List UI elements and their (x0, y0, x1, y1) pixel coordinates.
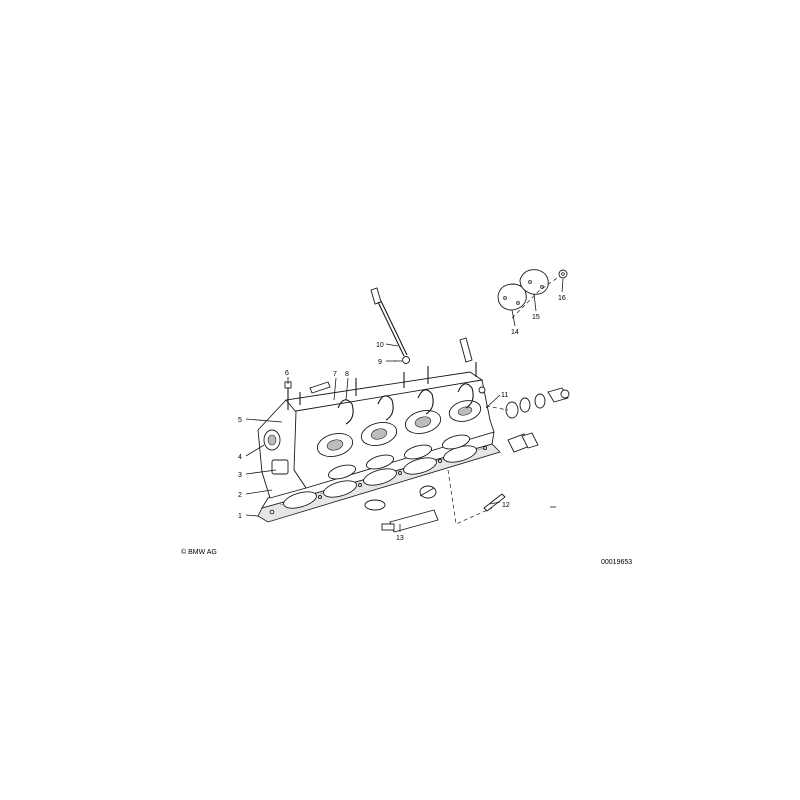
cylinder-head (257, 362, 495, 499)
callout-3: 3 (238, 472, 242, 479)
sealing-plugs (364, 485, 437, 511)
callout-6: 6 (285, 370, 289, 377)
callout-15: 15 (532, 314, 540, 321)
callout-11: 11 (501, 392, 508, 399)
callout-4: 4 (238, 454, 242, 461)
callout-8: 8 (345, 371, 349, 378)
stud-bolt-12 (483, 493, 506, 512)
oil-pipe (370, 287, 408, 357)
callout-7: 7 (333, 371, 337, 378)
repair-kit-13 (381, 509, 439, 533)
sensor-assembly-11 (505, 387, 570, 419)
copyright-text: © BMW AG (181, 548, 217, 556)
callout-5: 5 (238, 417, 242, 424)
banjo-bolt-9 (394, 356, 410, 364)
callout-2: 2 (238, 492, 242, 499)
callout-12: 12 (502, 502, 510, 509)
leader-lines (245, 278, 564, 532)
sealing-cover-14 (497, 283, 527, 311)
sealing-cover-15 (519, 269, 549, 295)
callout-10: 10 (376, 342, 384, 349)
callout-16: 16 (558, 295, 566, 302)
drawing-number: 00019653 (601, 559, 632, 566)
callout-13: 13 (396, 535, 404, 542)
cylinder-head-gasket (257, 431, 501, 523)
dowel-sleeve (309, 337, 473, 394)
callout-1: 1 (238, 513, 242, 520)
callout-9: 9 (378, 359, 382, 366)
callout-14: 14 (511, 329, 519, 336)
screw-16 (558, 269, 568, 279)
callout-labels: 1 2 3 4 5 6 7 8 9 10 11 12 13 14 15 16 (238, 295, 566, 542)
assembly-lines (447, 275, 561, 525)
coolant-fitting (507, 432, 539, 453)
